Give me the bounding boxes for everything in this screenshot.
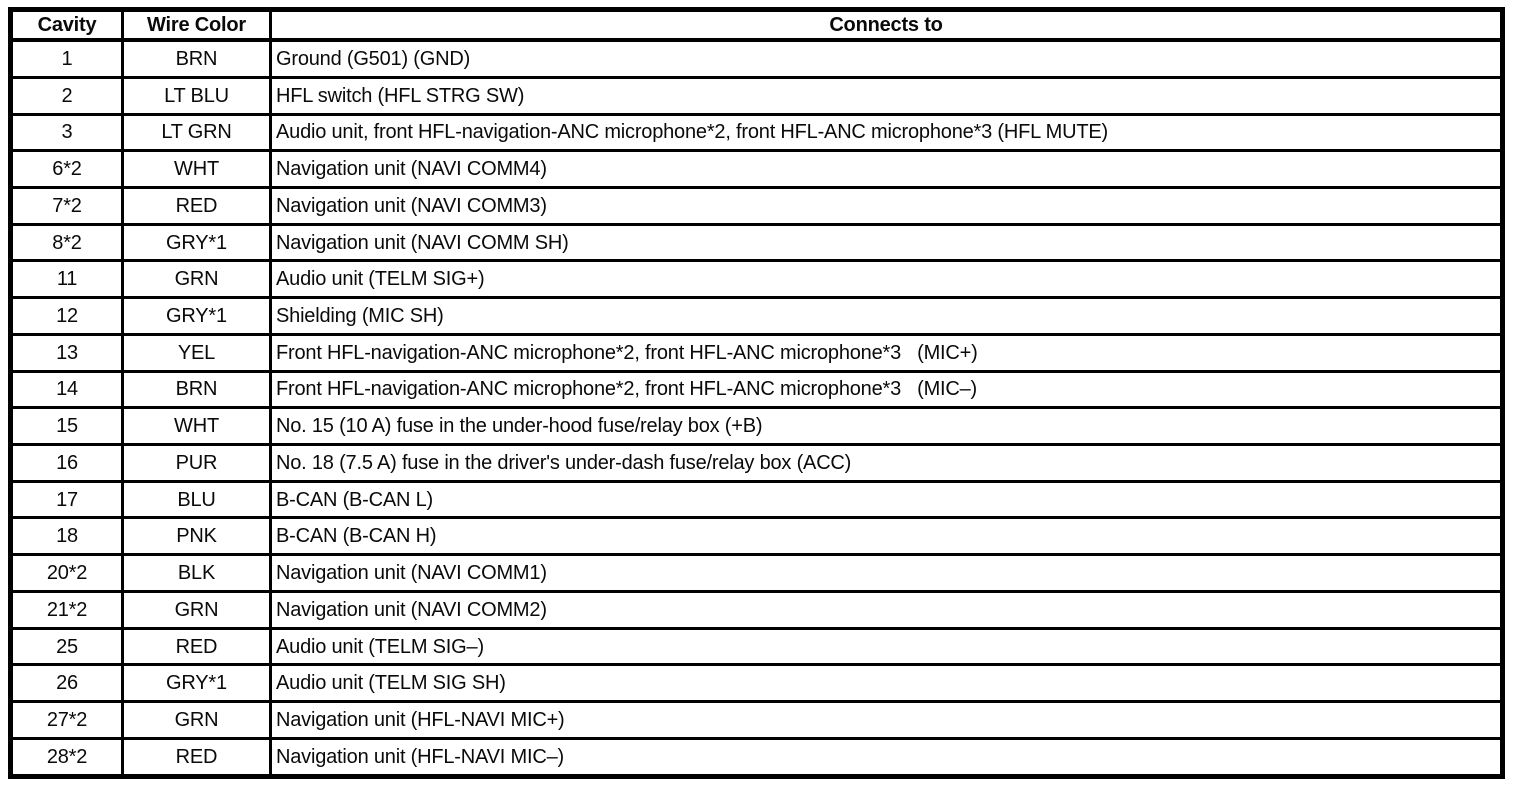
- cavity-cell: 13: [9, 332, 124, 373]
- connects-to-cell: No. 18 (7.5 A) fuse in the driver's unde…: [269, 443, 1504, 483]
- connects-to-cell: Audio unit (TELM SIG+): [269, 259, 1504, 300]
- connects-to-cell: Ground (G501) (GND): [269, 38, 1504, 79]
- connects-to-cell: Shielding (MIC SH): [269, 296, 1504, 336]
- wire-color-cell: PNK: [121, 516, 272, 557]
- wire-color-cell: RED: [121, 736, 272, 779]
- cavity-cell: 15: [9, 406, 124, 447]
- connects-to-cell: Navigation unit (NAVI COMM4): [269, 149, 1504, 190]
- wire-color-cell: RED: [121, 186, 272, 226]
- cavity-cell: 7*2: [9, 186, 124, 226]
- wire-color-cell: YEL: [121, 332, 272, 373]
- cavity-cell: 18: [9, 516, 124, 557]
- connects-to-cell: B-CAN (B-CAN H): [269, 516, 1504, 557]
- wire-color-cell: WHT: [121, 149, 272, 190]
- connects-to-cell: Audio unit (TELM SIG SH): [269, 663, 1504, 704]
- cavity-cell: 16: [9, 443, 124, 483]
- wire-color-cell: GRN: [121, 259, 272, 300]
- connects-to-cell: No. 15 (10 A) fuse in the under-hood fus…: [269, 406, 1504, 447]
- connects-to-cell: Navigation unit (NAVI COMM1): [269, 553, 1504, 593]
- connects-to-cell: Front HFL-navigation-ANC microphone*2, f…: [269, 332, 1504, 373]
- cavity-cell: 26: [9, 663, 124, 704]
- wire-color-cell: GRN: [121, 700, 272, 740]
- connects-to-cell: Audio unit, front HFL-navigation-ANC mic…: [269, 112, 1504, 153]
- cavity-cell: 12: [9, 296, 124, 336]
- wire-color-cell: GRY*1: [121, 663, 272, 704]
- wire-color-cell: BRN: [121, 369, 272, 410]
- wire-color-cell: BLK: [121, 553, 272, 593]
- connects-to-cell: Audio unit (TELM SIG–): [269, 626, 1504, 667]
- cavity-cell: 2: [9, 75, 124, 116]
- connects-to-cell: Navigation unit (NAVI COMM2): [269, 589, 1504, 630]
- wire-color-cell: RED: [121, 626, 272, 667]
- wire-color-cell: GRN: [121, 589, 272, 630]
- cavity-cell: 1: [9, 38, 124, 79]
- connects-to-cell: HFL switch (HFL STRG SW): [269, 75, 1504, 116]
- cavity-cell: 6*2: [9, 149, 124, 190]
- cavity-cell: 20*2: [9, 553, 124, 593]
- connects-to-cell: Navigation unit (HFL-NAVI MIC–): [269, 736, 1504, 779]
- cavity-cell: 27*2: [9, 700, 124, 740]
- wire-color-cell: PUR: [121, 443, 272, 483]
- wire-color-cell: WHT: [121, 406, 272, 447]
- column-header-connects-to: Connects to: [269, 8, 1504, 42]
- wire-color-cell: LT GRN: [121, 112, 272, 153]
- wire-color-cell: LT BLU: [121, 75, 272, 116]
- cavity-cell: 3: [9, 112, 124, 153]
- wire-color-cell: BLU: [121, 479, 272, 520]
- wire-color-cell: BRN: [121, 38, 272, 79]
- wire-color-cell: GRY*1: [121, 222, 272, 263]
- connects-to-cell: Navigation unit (NAVI COMM SH): [269, 222, 1504, 263]
- cavity-cell: 11: [9, 259, 124, 300]
- table-header: Cavity Wire Color Connects to: [9, 8, 1504, 42]
- cavity-cell: 8*2: [9, 222, 124, 263]
- cavity-cell: 17: [9, 479, 124, 520]
- header-row: Cavity Wire Color Connects to: [9, 8, 1504, 42]
- cavity-cell: 21*2: [9, 589, 124, 630]
- cavity-cell: 28*2: [9, 736, 124, 779]
- connects-to-cell: Front HFL-navigation-ANC microphone*2, f…: [269, 369, 1504, 410]
- column-header-wire-color: Wire Color: [121, 8, 272, 42]
- cavity-cell: 25: [9, 626, 124, 667]
- connects-to-cell: B-CAN (B-CAN L): [269, 479, 1504, 520]
- connects-to-cell: Navigation unit (HFL-NAVI MIC+): [269, 700, 1504, 740]
- column-header-cavity: Cavity: [9, 8, 124, 42]
- connects-to-cell: Navigation unit (NAVI COMM3): [269, 186, 1504, 226]
- cavity-cell: 14: [9, 369, 124, 410]
- wire-color-cell: GRY*1: [121, 296, 272, 336]
